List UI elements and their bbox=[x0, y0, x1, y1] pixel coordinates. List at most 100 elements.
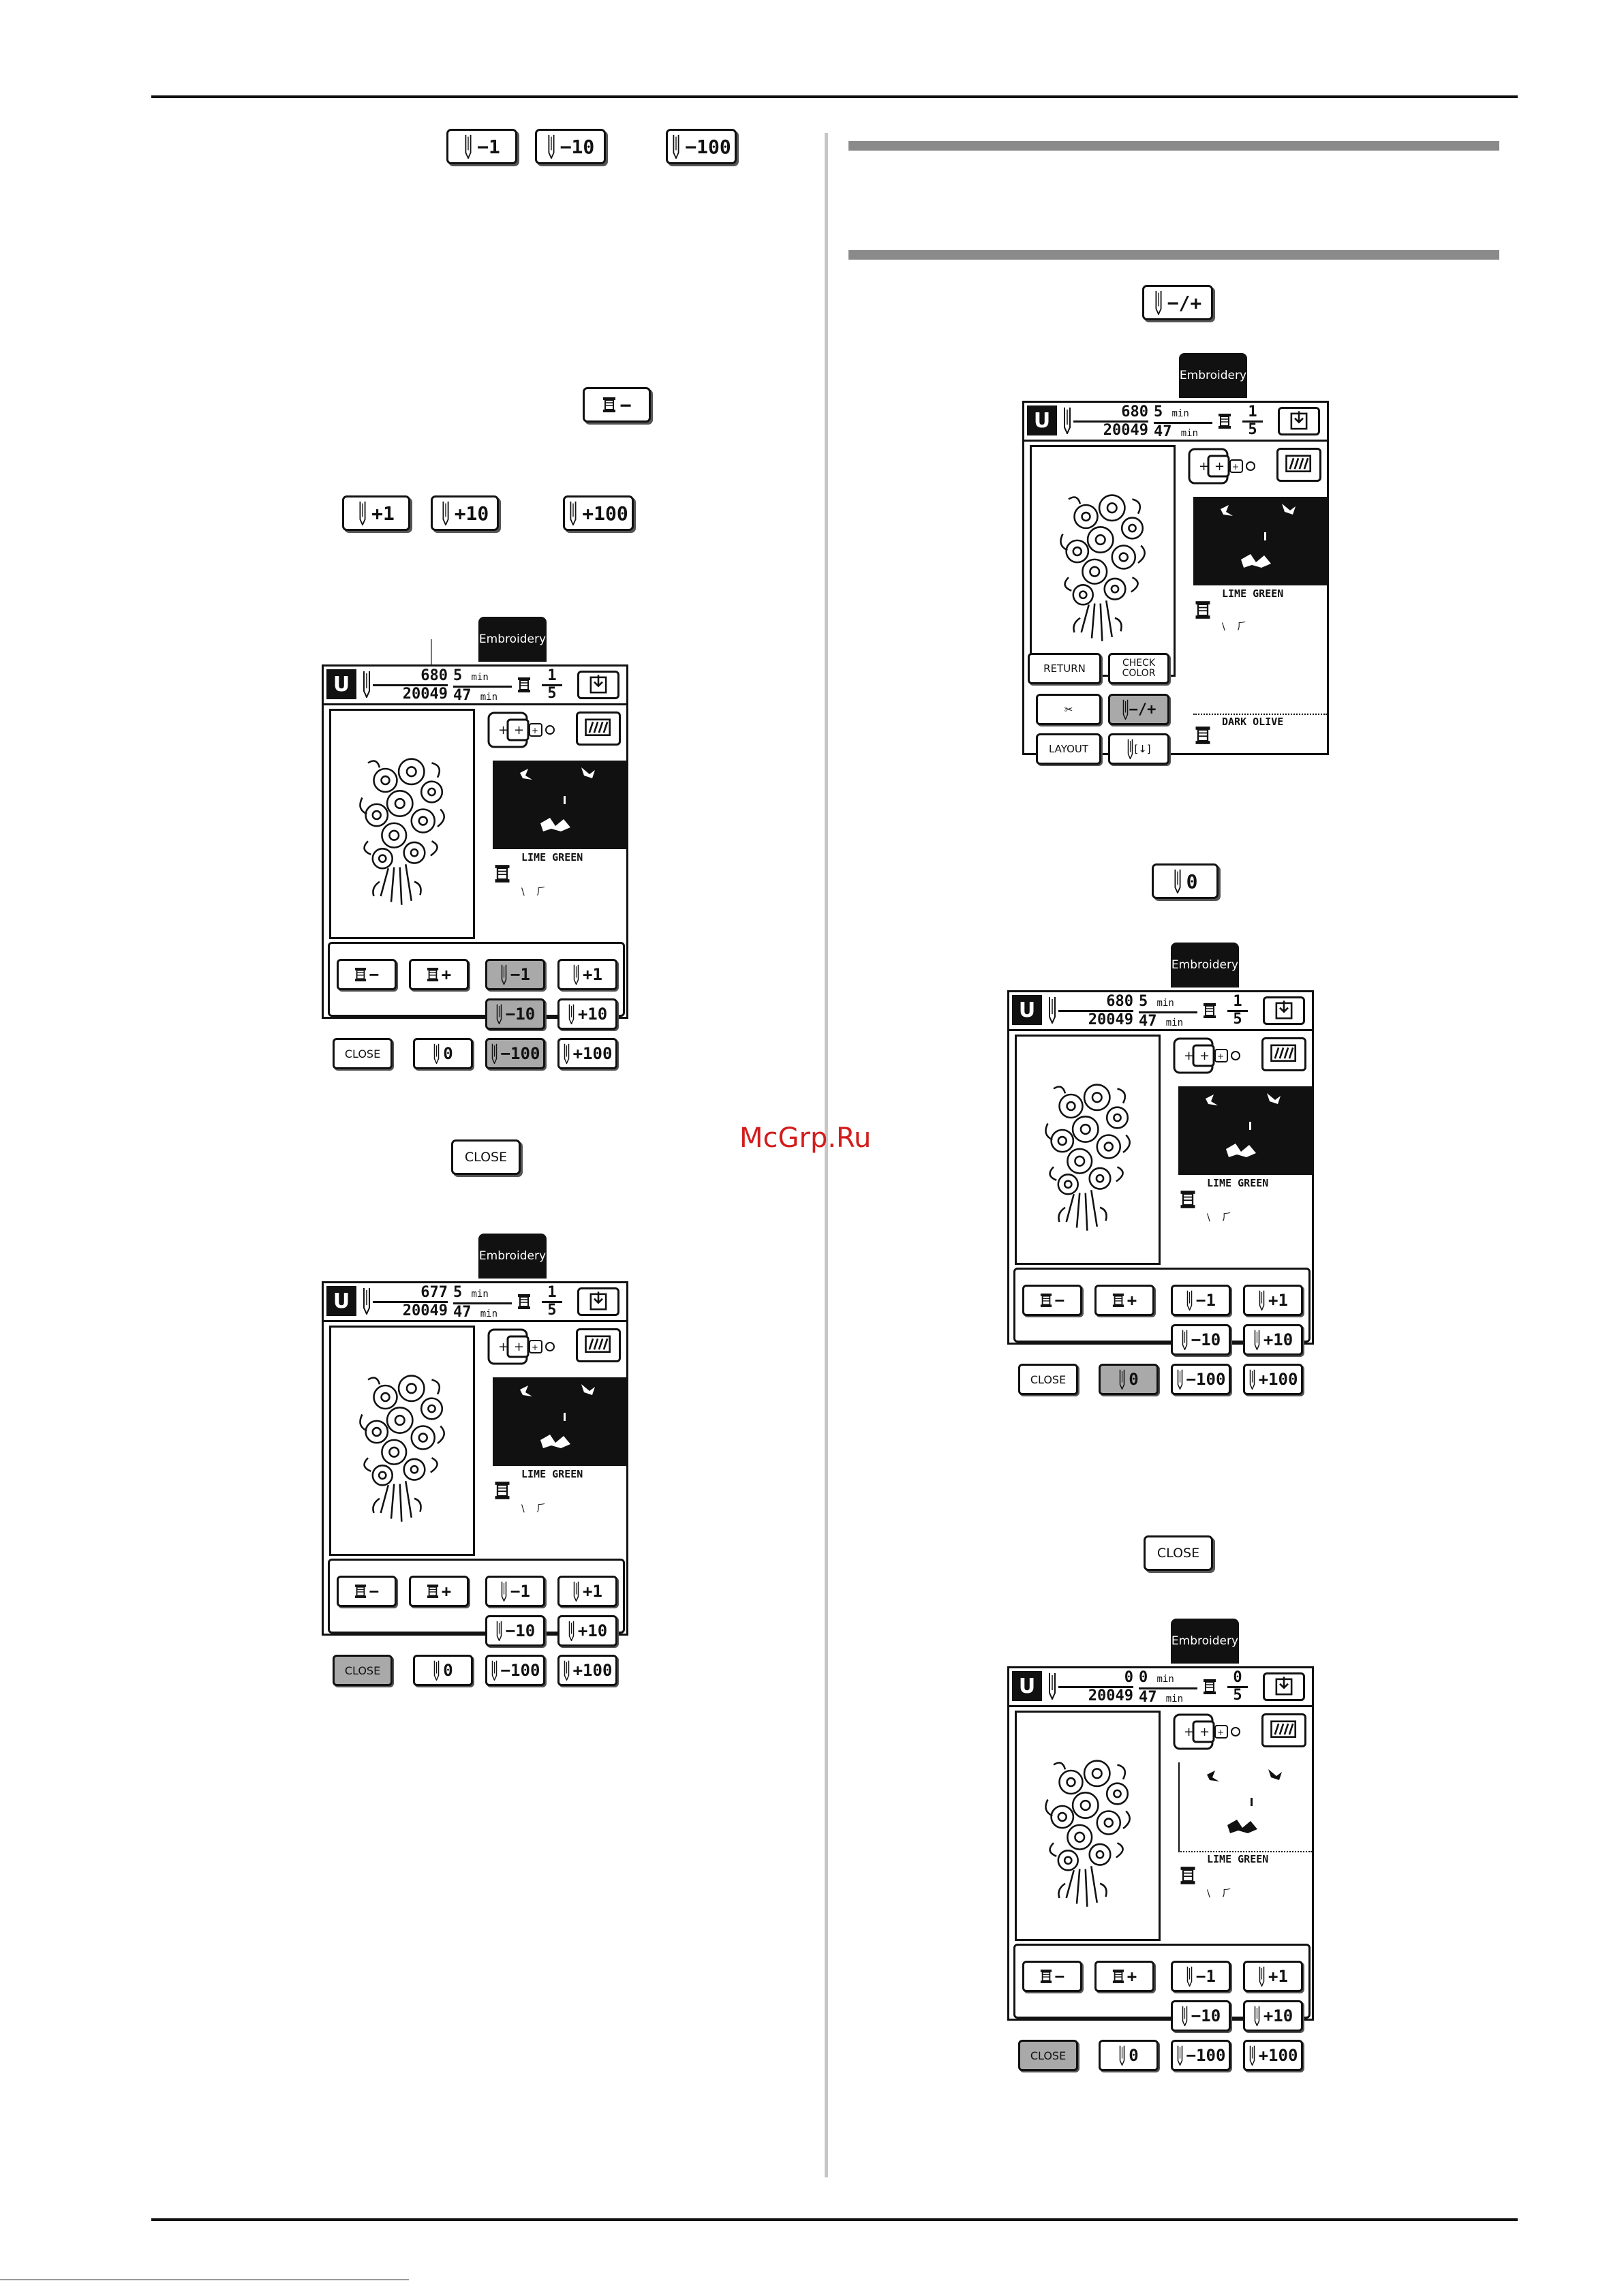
needle-plus100-button[interactable]: +100 bbox=[557, 1038, 617, 1069]
needle-minus100-button[interactable]: −100 bbox=[1171, 2040, 1231, 2071]
motif-sketch: \ ⺁ bbox=[1207, 1212, 1232, 1223]
needle-minus10-key[interactable]: −10 bbox=[535, 129, 606, 164]
needle-plus100-key[interactable]: +100 bbox=[563, 495, 634, 531]
needle-minus100-button[interactable]: −100 bbox=[1171, 1364, 1231, 1395]
thread-cut-button[interactable]: ✂ bbox=[1036, 694, 1101, 725]
download-icon[interactable] bbox=[577, 671, 619, 699]
needle-minus1-button[interactable]: −1 bbox=[1171, 1961, 1231, 1992]
color-total: 5 bbox=[547, 685, 557, 702]
close-button[interactable]: CLOSE bbox=[1018, 1364, 1078, 1395]
color-plus-button[interactable]: + bbox=[1094, 1285, 1154, 1316]
color-plus-button[interactable]: + bbox=[1094, 1961, 1154, 1992]
needle-minus10-button[interactable]: −10 bbox=[1171, 1324, 1231, 1356]
needle-minus10-button[interactable]: −10 bbox=[485, 1615, 545, 1647]
needle-minus1-button[interactable]: −1 bbox=[485, 959, 545, 990]
color-minus-button[interactable]: − bbox=[337, 1576, 397, 1607]
label: 0 bbox=[1129, 1370, 1139, 1389]
needle-zero-button[interactable]: 0 bbox=[1099, 1364, 1159, 1395]
needle-icon bbox=[495, 1621, 503, 1641]
color-minus-button[interactable]: − bbox=[337, 959, 397, 990]
callout-line bbox=[431, 639, 432, 669]
layout-button[interactable]: LAYOUT bbox=[1036, 733, 1101, 765]
embroidery-tab[interactable]: Embroidery bbox=[1179, 353, 1247, 398]
color-minus-button[interactable]: − bbox=[1022, 1285, 1082, 1316]
close-button[interactable]: CLOSE bbox=[1018, 2040, 1078, 2071]
needle-plus1-button[interactable]: +1 bbox=[557, 959, 617, 990]
needle-plus100-button[interactable]: +100 bbox=[1243, 2040, 1303, 2071]
download-icon[interactable] bbox=[1263, 996, 1305, 1025]
color-plus-button[interactable]: + bbox=[409, 959, 469, 990]
needle-zero-button[interactable]: 0 bbox=[413, 1655, 473, 1686]
download-icon[interactable] bbox=[1263, 1672, 1305, 1701]
needle-minus100-button[interactable]: −100 bbox=[485, 1655, 545, 1686]
close-key[interactable]: CLOSE bbox=[1144, 1535, 1213, 1571]
needle-minus10-button[interactable]: −10 bbox=[1171, 2000, 1231, 2032]
embroidery-frame-icon[interactable] bbox=[1276, 448, 1321, 482]
needle-icon bbox=[1176, 1369, 1184, 1390]
embroidery-tab[interactable]: Embroidery bbox=[478, 1234, 547, 1279]
embroidery-frame-icon[interactable] bbox=[1261, 1037, 1306, 1071]
needle-icon bbox=[362, 671, 371, 698]
needle-plus10-key[interactable]: +10 bbox=[431, 495, 499, 531]
color-back-key[interactable]: − bbox=[583, 387, 651, 423]
needle-icon bbox=[1248, 1369, 1256, 1390]
needle-plus10-button[interactable]: +10 bbox=[1243, 1324, 1303, 1356]
watermark: McGrp.Ru bbox=[739, 1122, 872, 1154]
needle-minus1-button[interactable]: −1 bbox=[485, 1576, 545, 1607]
needle-minus1-button[interactable]: −1 bbox=[1171, 1285, 1231, 1316]
embroidery-frame-icon[interactable] bbox=[576, 1328, 621, 1362]
time-unit: min bbox=[480, 692, 498, 703]
needle-plus100-button[interactable]: +100 bbox=[1243, 1364, 1303, 1395]
needle-icon bbox=[1181, 1330, 1189, 1350]
needle-minus100-button[interactable]: −100 bbox=[485, 1038, 545, 1069]
needle-plusminus-button[interactable]: −/+ bbox=[1108, 694, 1169, 725]
needle-minus10-button[interactable]: −10 bbox=[485, 998, 545, 1030]
close-button[interactable]: CLOSE bbox=[333, 1038, 393, 1069]
download-icon[interactable] bbox=[577, 1287, 619, 1316]
embroidery-frame-icon[interactable] bbox=[1261, 1713, 1306, 1747]
label: 0 bbox=[443, 1661, 453, 1680]
needle-minus100-key[interactable]: −100 bbox=[666, 129, 737, 164]
move-pattern-icon[interactable] bbox=[1173, 1712, 1248, 1751]
move-pattern-icon[interactable] bbox=[487, 1327, 562, 1366]
embroidery-tab[interactable]: Embroidery bbox=[1171, 943, 1239, 988]
move-pattern-icon[interactable] bbox=[1173, 1036, 1248, 1075]
move-pattern-icon[interactable] bbox=[487, 710, 562, 750]
needle-plus100-button[interactable]: +100 bbox=[557, 1655, 617, 1686]
close-button[interactable]: CLOSE bbox=[333, 1655, 393, 1686]
needle-icon bbox=[1186, 1290, 1193, 1311]
color-name: LIME GREEN bbox=[1207, 1853, 1269, 1865]
return-button[interactable]: RETURN bbox=[1028, 653, 1101, 684]
needle-zero-button[interactable]: 0 bbox=[1099, 2040, 1159, 2071]
needle-plus10-button[interactable]: +10 bbox=[557, 998, 617, 1030]
needle-plus10-button[interactable]: +10 bbox=[1243, 2000, 1303, 2032]
check-color-button[interactable]: CHECK COLOR bbox=[1108, 653, 1169, 684]
needle-plus1-button[interactable]: +1 bbox=[557, 1576, 617, 1607]
needle-minus1-key[interactable]: −1 bbox=[446, 129, 517, 164]
motif-sketch: \ ⺁ bbox=[521, 887, 547, 898]
embroidery-tab[interactable]: Embroidery bbox=[478, 617, 547, 662]
color-minus-button[interactable]: − bbox=[1022, 1961, 1082, 1992]
color-plus-button[interactable]: + bbox=[409, 1576, 469, 1607]
color-name: LIME GREEN bbox=[1222, 587, 1284, 600]
embroidery-frame-icon[interactable] bbox=[576, 711, 621, 746]
embroidery-tab[interactable]: Embroidery bbox=[1171, 1619, 1239, 1664]
needle-plusminus-key[interactable]: −/+ bbox=[1142, 285, 1213, 320]
label: − bbox=[1054, 1967, 1065, 1986]
bouquet-image bbox=[1045, 1084, 1131, 1232]
label: − bbox=[1054, 1291, 1065, 1310]
download-icon[interactable] bbox=[1278, 407, 1320, 435]
needle-plus10-button[interactable]: +10 bbox=[557, 1615, 617, 1647]
close-key[interactable]: CLOSE bbox=[451, 1139, 521, 1175]
move-pattern-icon[interactable] bbox=[1188, 446, 1263, 486]
needle-zero-key[interactable]: 0 bbox=[1152, 863, 1219, 899]
needle-plus1-button[interactable]: +1 bbox=[1243, 1961, 1303, 1992]
needle-zero-button[interactable]: 0 bbox=[413, 1038, 473, 1069]
needle-plus1-button[interactable]: +1 bbox=[1243, 1285, 1303, 1316]
needle-icon bbox=[1047, 1672, 1057, 1700]
trial-button[interactable]: [↓] bbox=[1108, 733, 1169, 765]
needle-plus1-key[interactable]: +1 bbox=[342, 495, 410, 531]
